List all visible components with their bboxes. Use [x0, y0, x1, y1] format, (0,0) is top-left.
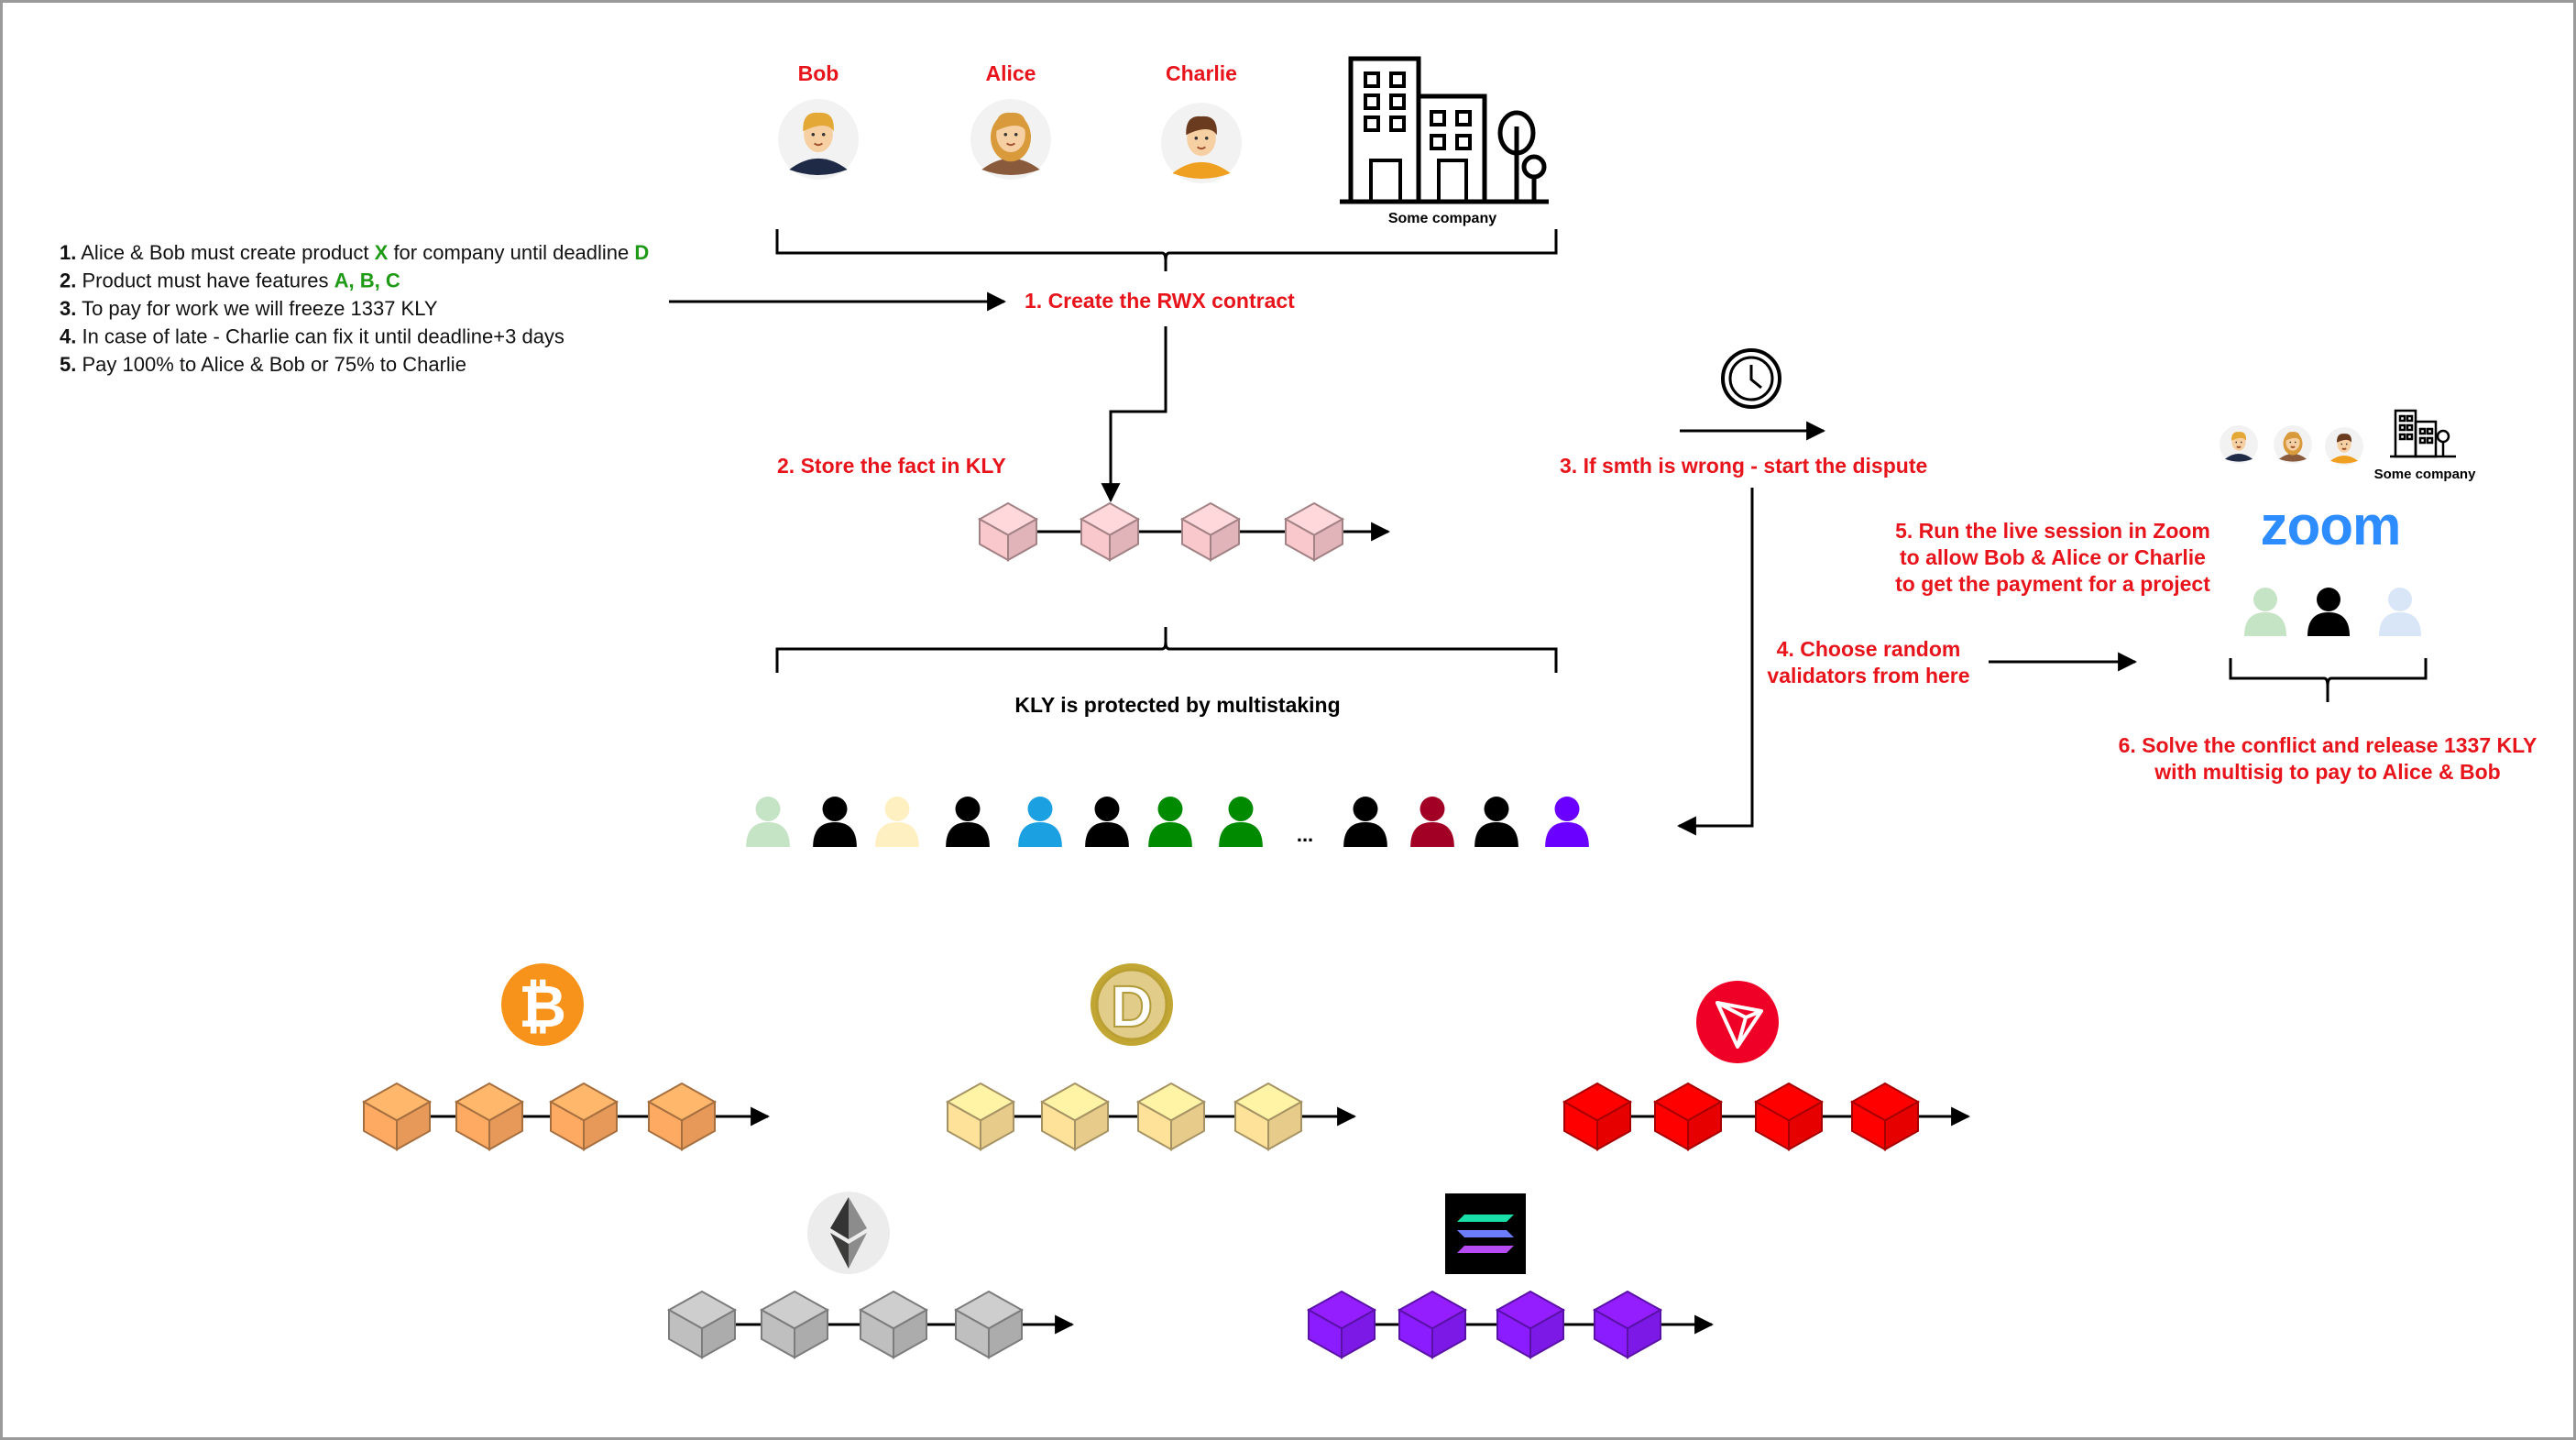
- sol-block-4: [1592, 1290, 1663, 1359]
- btc-block-2: [454, 1082, 525, 1151]
- validator-4-icon: [946, 797, 990, 847]
- svg-text:D: D: [1111, 973, 1153, 1039]
- step-3-start-dispute: 3. If smth is wrong - start the dispute: [1560, 454, 1927, 478]
- person-charlie-mini-avatar: [2325, 427, 2363, 466]
- validator-7-icon: [1148, 797, 1192, 847]
- tron-block-4: [1849, 1082, 1921, 1151]
- step-5-live-session-line2: to allow Bob & Alice or Charlie: [1900, 545, 2206, 569]
- validator-8-icon: [1219, 797, 1263, 847]
- validator-6-icon: [1085, 797, 1129, 847]
- company-label: Some company: [1388, 211, 1496, 226]
- eth-block-4: [953, 1290, 1025, 1359]
- mini-company-building-icon: [2390, 409, 2456, 458]
- person-bob-label: Bob: [798, 61, 839, 85]
- doge-block-1: [945, 1082, 1016, 1151]
- kly-block-4: [1283, 501, 1345, 562]
- step-5-live-session-line3: to get the payment for a project: [1895, 572, 2210, 596]
- sol-block-1: [1306, 1290, 1377, 1359]
- company-building-icon: [1340, 56, 1549, 204]
- svg-text:₿: ₿: [519, 973, 566, 1039]
- tron-block-3: [1753, 1082, 1825, 1151]
- validator-2-icon: [813, 797, 857, 847]
- validator-3-icon: [875, 797, 919, 847]
- person-charlie-avatar: [1161, 103, 1242, 183]
- validator-5-icon: [1018, 797, 1062, 847]
- doge-block-2: [1039, 1082, 1111, 1151]
- zoom-participants-brace: [2229, 658, 2428, 702]
- zoom-participant-3-icon: [2379, 588, 2421, 636]
- person-alice-avatar: [970, 99, 1051, 180]
- dispute-connector: [1676, 488, 1754, 836]
- dogecoin-logo: D: [1091, 963, 1173, 1046]
- validators-row: [746, 797, 1589, 847]
- eth-block-1: [666, 1290, 738, 1359]
- contract-term-4: 4. In case of late - Charlie can fix it …: [60, 325, 565, 348]
- solana-chain: [1306, 1290, 1715, 1359]
- bitcoin-chain: [361, 1082, 771, 1151]
- zoom-participants-row: [2244, 588, 2421, 636]
- btc-block-3: [548, 1082, 619, 1151]
- store-fact-connector: [1101, 326, 1167, 503]
- contract-term-2: 2. Product must have features A, B, C: [60, 269, 400, 292]
- eth-block-2: [759, 1290, 830, 1359]
- sol-block-2: [1397, 1290, 1468, 1359]
- step-6-solve-conflict-line2: with multisig to pay to Alice & Bob: [2154, 760, 2500, 784]
- doge-block-4: [1233, 1082, 1304, 1151]
- multistaking-brace: [775, 627, 1558, 673]
- step-1-create-contract: 1. Create the RWX contract: [1025, 289, 1295, 313]
- validator-9-icon: [1343, 797, 1387, 847]
- step-4-choose-validators-line2: validators from here: [1767, 664, 1969, 687]
- ethereum-logo: [807, 1192, 890, 1274]
- ethereum-chain: [666, 1290, 1075, 1359]
- step-6-solve-conflict-line1: 6. Solve the conflict and release 1337 K…: [2119, 733, 2538, 757]
- zoom-participant-1-icon: [2244, 588, 2286, 636]
- tron-block-1: [1562, 1082, 1633, 1151]
- validator-11-icon: [1474, 797, 1518, 847]
- person-bob-mini-avatar: [2220, 425, 2258, 464]
- step-4-choose-validators-line1: 4. Choose random: [1777, 637, 1961, 661]
- btc-block-4: [646, 1082, 718, 1151]
- validator-1-icon: [746, 797, 790, 847]
- doge-block-3: [1135, 1082, 1207, 1151]
- solana-logo: [1445, 1193, 1526, 1274]
- validator-12-icon: [1545, 797, 1589, 847]
- mini-company-label: Some company: [2374, 467, 2477, 482]
- kly-block-1: [977, 501, 1039, 562]
- person-alice-label: Alice: [986, 61, 1036, 85]
- kly-block-2: [1079, 501, 1141, 562]
- validator-ellipsis: ...: [1297, 823, 1313, 846]
- contract-term-3: 3. To pay for work we will freeze 1337 K…: [60, 297, 438, 320]
- contract-term-5: 5. Pay 100% to Alice & Bob or 75% to Cha…: [60, 353, 466, 376]
- clock-icon: [1721, 348, 1781, 409]
- step-5-live-session-line1: 5. Run the live session in Zoom: [1895, 519, 2210, 543]
- zoom-logo: zoom: [2261, 495, 2401, 556]
- bitcoin-logo: ₿: [501, 963, 584, 1046]
- dogecoin-chain: [945, 1082, 1357, 1151]
- zoom-participant-2-icon: [2307, 588, 2350, 636]
- protection-label: KLY is protected by multistaking: [1014, 693, 1340, 717]
- tron-logo: [1696, 981, 1779, 1063]
- kly-block-3: [1179, 501, 1242, 562]
- eth-block-3: [858, 1290, 929, 1359]
- people-row: Bob Alice Charlie: [778, 61, 1242, 183]
- person-charlie-label: Charlie: [1166, 61, 1237, 85]
- kly-chain: [977, 501, 1391, 562]
- person-alice-mini-avatar: [2274, 425, 2312, 464]
- tron-block-2: [1652, 1082, 1724, 1151]
- btc-block-1: [361, 1082, 433, 1151]
- contract-term-1: 1. Alice & Bob must create product X for…: [60, 241, 649, 264]
- validator-10-icon: [1410, 797, 1454, 847]
- sol-block-3: [1495, 1290, 1566, 1359]
- parties-brace: [775, 229, 1558, 271]
- mini-parties-row: [2220, 425, 2363, 466]
- person-bob-avatar: [778, 99, 859, 180]
- step-2-store-fact: 2. Store the fact in KLY: [777, 454, 1006, 478]
- contract-terms-list: 1. Alice & Bob must create product X for…: [60, 241, 649, 376]
- tron-chain: [1562, 1082, 1971, 1151]
